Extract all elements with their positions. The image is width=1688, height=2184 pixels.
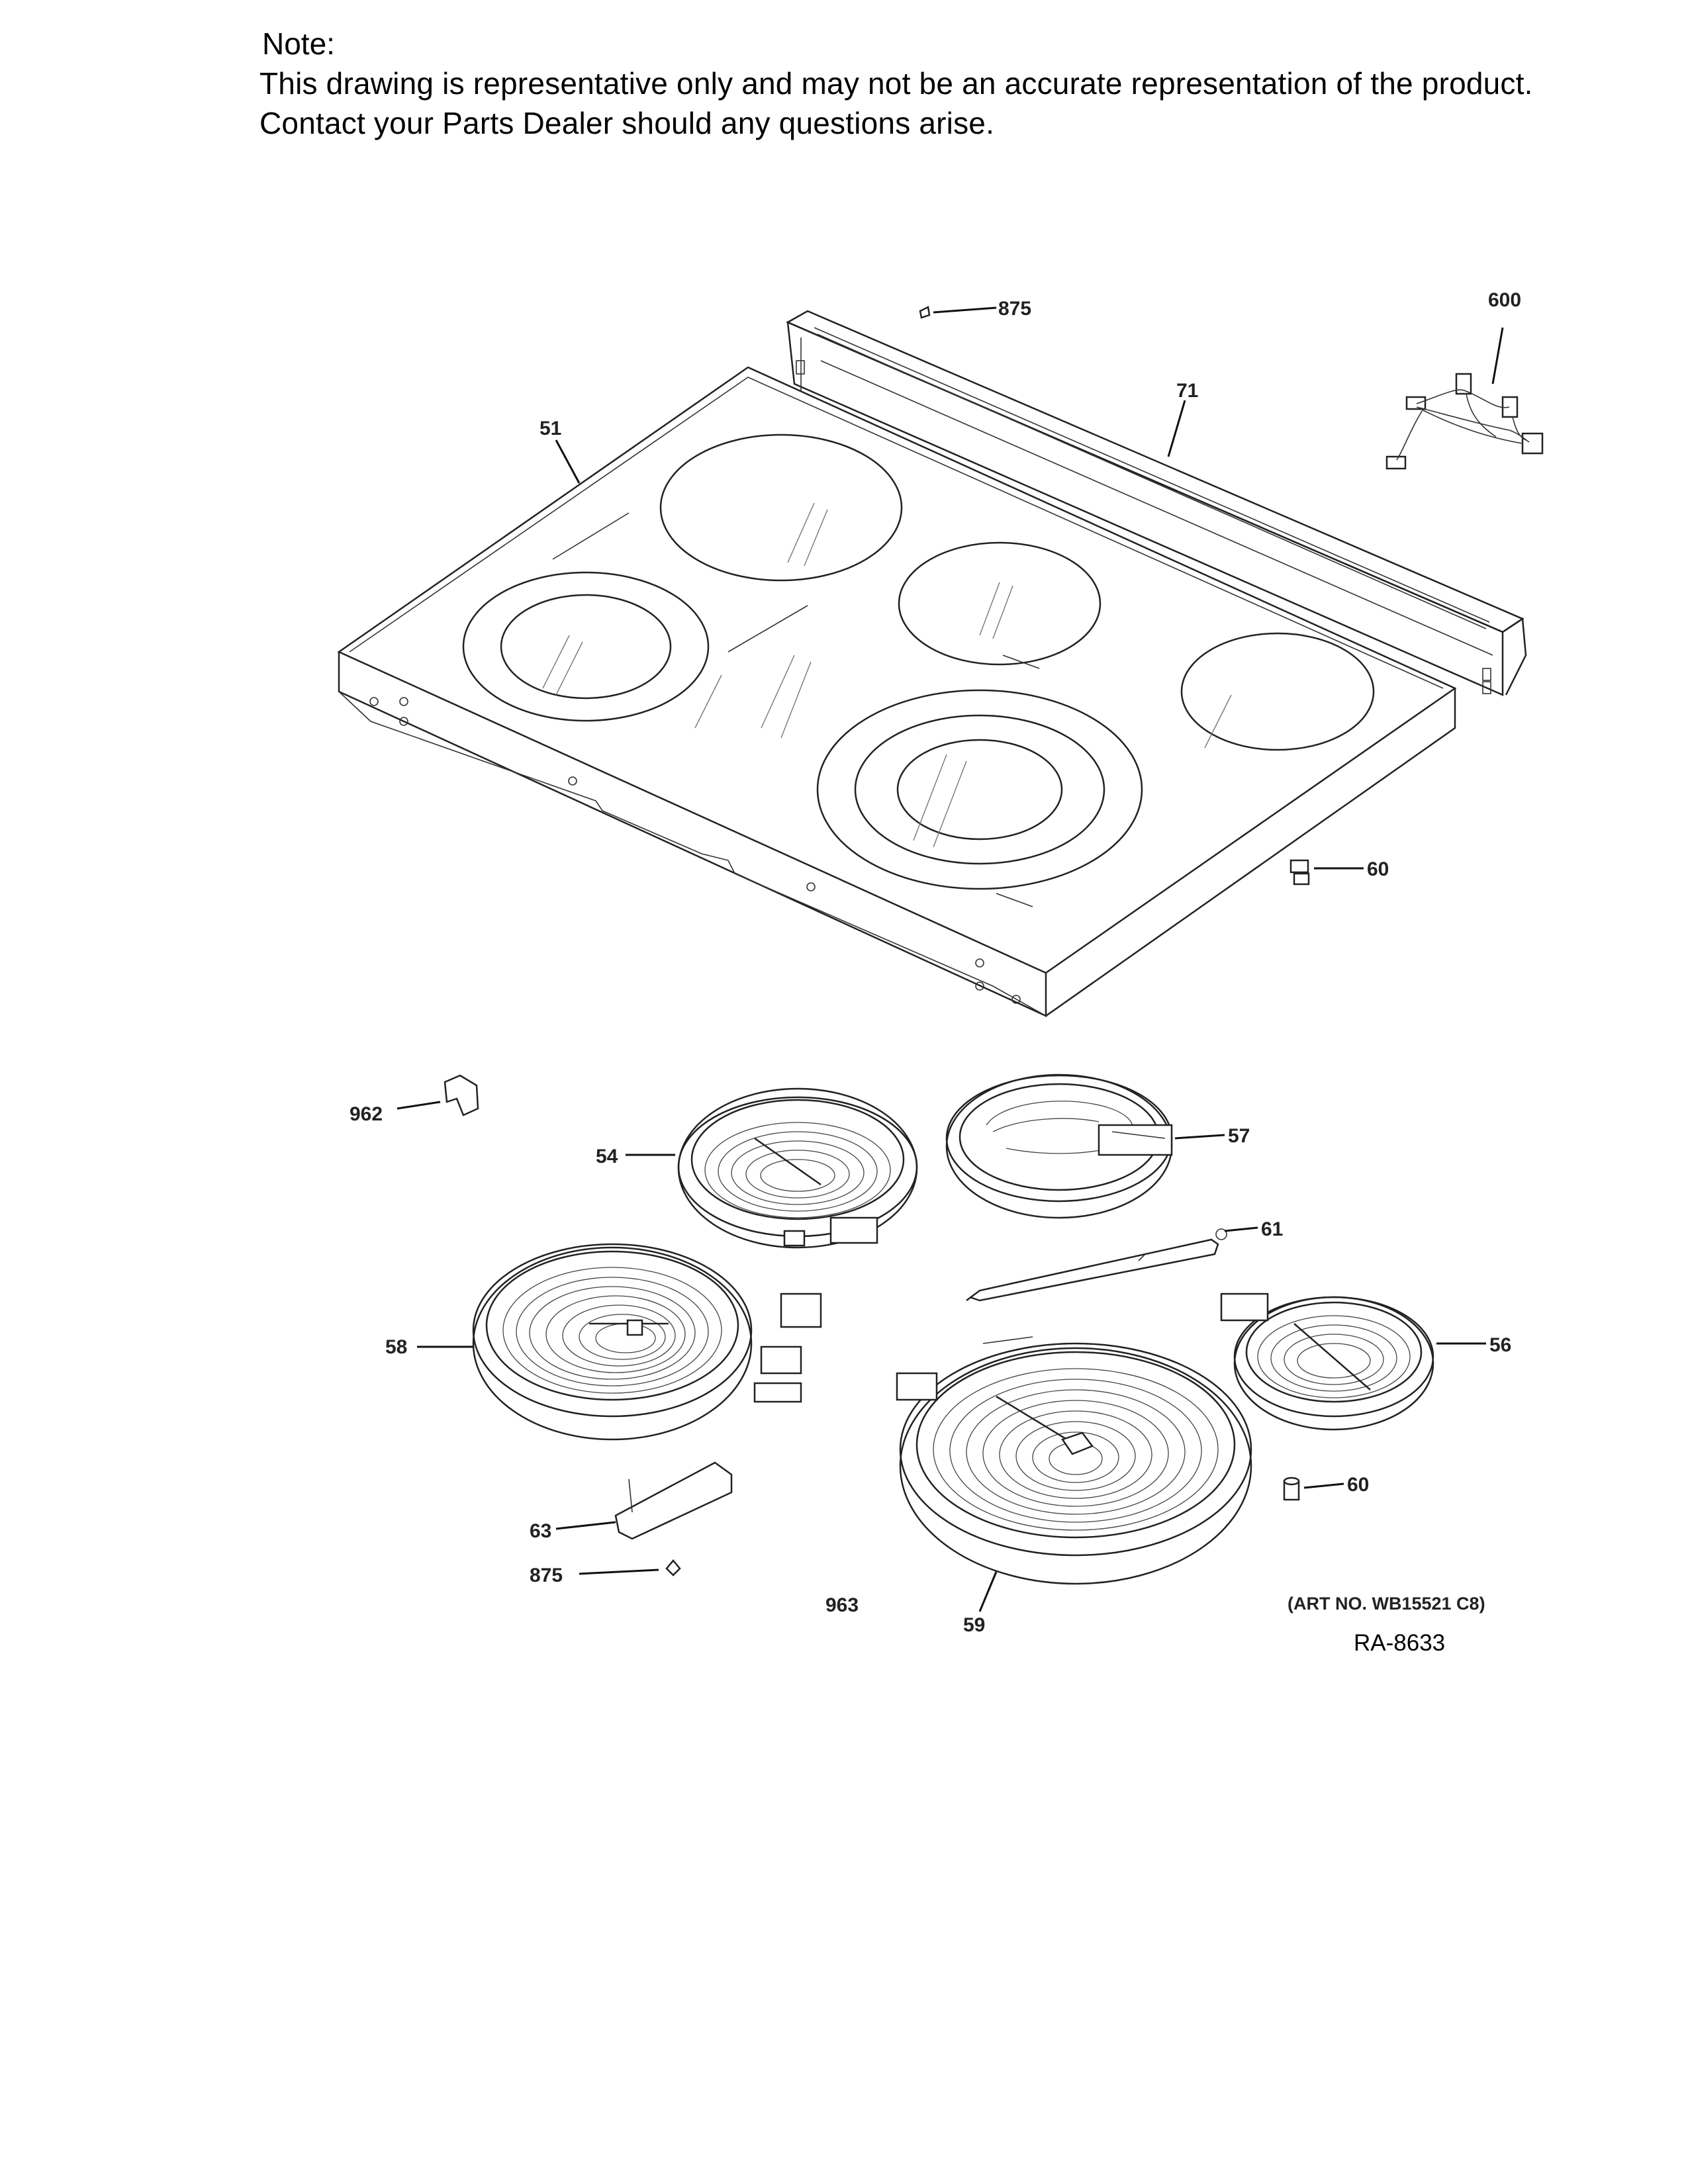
callout-57: 57 [1228, 1125, 1250, 1147]
callout-56: 56 [1489, 1334, 1511, 1356]
callout-54: 54 [596, 1146, 618, 1167]
note-line-2: Contact your Parts Dealer should any que… [259, 106, 995, 140]
callout-58: 58 [385, 1336, 407, 1358]
callout-875-top: 875 [998, 298, 1031, 320]
note-line-1: This drawing is representative only and … [259, 66, 1533, 101]
clip-part-60-bottom [1283, 1477, 1300, 1501]
callout-60-top: 60 [1367, 858, 1389, 880]
callout-875-bottom: 875 [530, 1565, 563, 1586]
callout-51: 51 [539, 418, 561, 439]
art-number: (ART NO. WB15521 C8) [1288, 1594, 1485, 1614]
callout-71: 71 [1176, 380, 1198, 402]
element-part-58 [472, 1243, 822, 1441]
clip-part-60-top [1289, 859, 1310, 886]
callout-600: 600 [1488, 289, 1521, 311]
screw-part-875-top [919, 306, 931, 319]
bracket-part-63 [614, 1461, 733, 1540]
screw-part-875-bottom [665, 1559, 681, 1576]
rod-part-61 [966, 1228, 1227, 1302]
callout-60-bottom: 60 [1347, 1474, 1369, 1496]
element-part-57 [945, 1073, 1173, 1219]
bracket-part-962 [444, 1074, 479, 1116]
reference-number: RA-8633 [1354, 1630, 1445, 1656]
element-part-54 [677, 1087, 918, 1249]
wire-harness-part-600 [1385, 373, 1544, 470]
callout-63: 63 [530, 1520, 551, 1542]
callout-59: 59 [963, 1614, 985, 1636]
note-title: Note: [262, 26, 335, 61]
element-part-59 [896, 1336, 1252, 1585]
callout-962: 962 [350, 1103, 383, 1125]
element-part-56 [1220, 1293, 1434, 1431]
cooktop-glass-part-51 [337, 366, 1457, 1017]
callout-61: 61 [1261, 1218, 1283, 1240]
callout-963: 963 [825, 1594, 859, 1616]
note-block: Note: This drawing is representative onl… [259, 24, 1650, 143]
back-trim-part-71 [786, 310, 1527, 696]
